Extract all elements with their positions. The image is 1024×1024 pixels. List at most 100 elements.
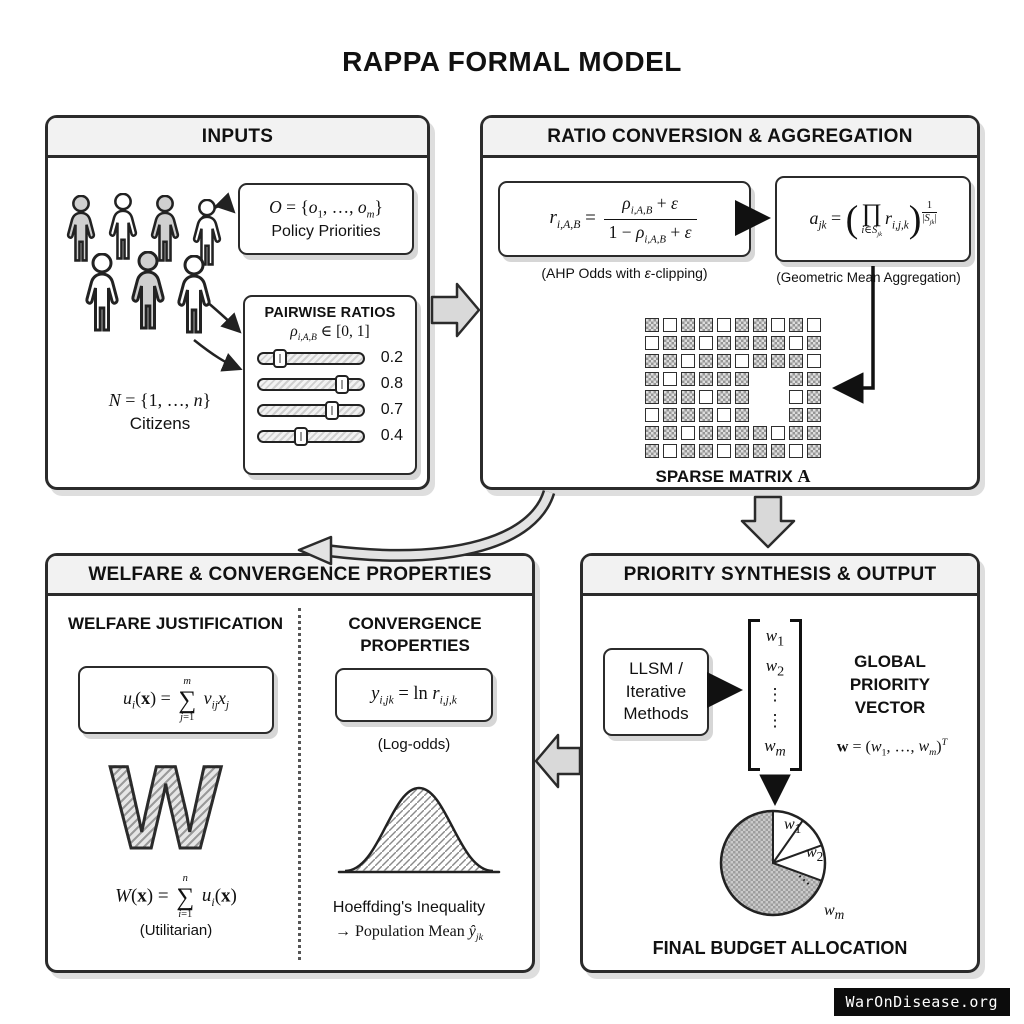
matrix-cell — [771, 444, 785, 458]
matrix-cell — [663, 318, 677, 332]
matrix-cell — [699, 408, 713, 422]
matrix-cell — [645, 426, 659, 440]
welfare-justification-title: WELFARE JUSTIFICATION — [68, 614, 284, 633]
utilitarian-caption: (Utilitarian) — [139, 922, 213, 939]
hoeffding-note: Hoeffding's Inequality → Population Mean… — [296, 896, 522, 946]
matrix-cell — [771, 336, 785, 350]
matrix-cell — [735, 336, 749, 350]
matrix-cell — [789, 354, 803, 368]
matrix-cell — [699, 426, 713, 440]
final-budget-label: FINAL BUDGET ALLOCATION — [652, 938, 908, 958]
matrix-cell — [645, 318, 659, 332]
matrix-cell — [663, 444, 677, 458]
citizens-set: N = {1, …, n} Citizens — [80, 390, 240, 434]
matrix-cell — [699, 372, 713, 386]
matrix-cell — [663, 372, 677, 386]
matrix-cell — [807, 408, 821, 422]
matrix-cell — [681, 426, 695, 440]
panel-welfare-convergence: WELFARE & CONVERGENCE PROPERTIES WELFARE… — [45, 553, 535, 973]
inputs-to-ratio-arrow — [430, 282, 481, 338]
matrix-cell — [663, 336, 677, 350]
global-priority-vector-title: GLOBAL PRIORITY VECTOR — [849, 652, 931, 717]
matrix-cell — [681, 336, 695, 350]
matrix-cell — [699, 390, 713, 404]
matrix-cell — [771, 354, 785, 368]
matrix-cell — [789, 336, 803, 350]
panel-inputs-header: INPUTS — [48, 118, 427, 158]
pairwise-ratios-formula: ρi,A,B ∈ [0, 1] — [290, 323, 370, 344]
matrix-cell — [789, 426, 803, 440]
matrix-cell — [663, 390, 677, 404]
ratio-slider[interactable]: 0.2 — [257, 348, 403, 368]
slider-track[interactable] — [257, 374, 365, 394]
matrix-cell — [681, 318, 695, 332]
matrix-cell — [735, 390, 749, 404]
panel-priority-synthesis: PRIORITY SYNTHESIS & OUTPUT LLSM /Iterat… — [580, 553, 980, 973]
matrix-cell — [717, 372, 731, 386]
log-odds-formula: yi,jk = ln ri,j,k — [371, 683, 457, 707]
hoeffding-line2: → Population Mean ŷjk — [334, 923, 484, 944]
ahp-odds-caption: (AHP Odds with ε-clipping) — [541, 265, 708, 281]
matrix-cell — [807, 372, 821, 386]
matrix-cell — [735, 372, 749, 386]
slider-track[interactable] — [257, 426, 365, 446]
matrix-cell — [771, 426, 785, 440]
ratio-to-priority-arrow — [740, 495, 796, 549]
matrix-cell — [699, 318, 713, 332]
sliders: 0.2 0.8 0.7 0.4 — [245, 348, 415, 446]
slider-thumb[interactable] — [335, 374, 350, 394]
global-priority-vector-formula: w = (w1, …, wm)T — [836, 737, 948, 759]
matrix-cell — [717, 426, 731, 440]
matrix-cell — [681, 372, 695, 386]
ratio-slider[interactable]: 0.8 — [257, 374, 403, 394]
matrix-cell — [681, 444, 695, 458]
slider-thumb[interactable] — [272, 348, 287, 368]
matrix-cell — [717, 390, 731, 404]
slider-value: 0.4 — [380, 427, 403, 445]
matrix-cell — [699, 444, 713, 458]
sparse-matrix-grid — [645, 318, 821, 458]
matrix-cell — [663, 426, 677, 440]
policy-set-formula: O = {o1, …, om} — [269, 196, 383, 221]
matrix-cell — [753, 426, 767, 440]
panel-inputs: INPUTS O = {o1, …, om} Policy Priorities — [45, 115, 430, 490]
matrix-cell — [717, 336, 731, 350]
slider-track[interactable] — [257, 400, 365, 420]
social-welfare-formula: W(x) = n∑i=1 ui(x) — [115, 873, 237, 920]
matrix-cell — [753, 318, 767, 332]
slider-value: 0.2 — [380, 349, 403, 367]
matrix-cell — [735, 426, 749, 440]
matrix-cell — [789, 318, 803, 332]
slider-thumb[interactable] — [293, 426, 308, 446]
convergence-properties-title: CONVERGENCE PROPERTIES — [348, 614, 482, 656]
matrix-cell — [789, 444, 803, 458]
citizens-icon — [66, 193, 222, 334]
policy-priorities-box: O = {o1, …, om} Policy Priorities — [238, 183, 414, 255]
ratio-slider[interactable]: 0.7 — [257, 400, 403, 420]
bell-curve — [337, 786, 501, 874]
matrix-cell — [807, 426, 821, 440]
utility-formula-box: ui(x) = m∑j=1 vijxj — [78, 666, 274, 734]
slider-value: 0.8 — [380, 375, 403, 393]
slider-thumb[interactable] — [324, 400, 339, 420]
panel-welfare-header: WELFARE & CONVERGENCE PROPERTIES — [48, 556, 532, 596]
matrix-cell — [789, 408, 803, 422]
matrix-cell — [735, 354, 749, 368]
matrix-cell — [771, 318, 785, 332]
matrix-cell — [807, 390, 821, 404]
matrix-cell — [645, 372, 659, 386]
panel-ratio-header: RATIO CONVERSION & AGGREGATION — [483, 118, 977, 158]
matrix-cell — [645, 336, 659, 350]
utility-formula: ui(x) = m∑j=1 vijxj — [123, 676, 229, 723]
slider-track[interactable] — [257, 348, 365, 368]
matrix-cell — [663, 408, 677, 422]
priority-to-welfare-arrow — [534, 733, 582, 789]
matrix-cell — [753, 336, 767, 350]
ratio-slider[interactable]: 0.4 — [257, 426, 403, 446]
geometric-mean-caption: (Geometric Mean Aggregation) — [776, 270, 961, 285]
